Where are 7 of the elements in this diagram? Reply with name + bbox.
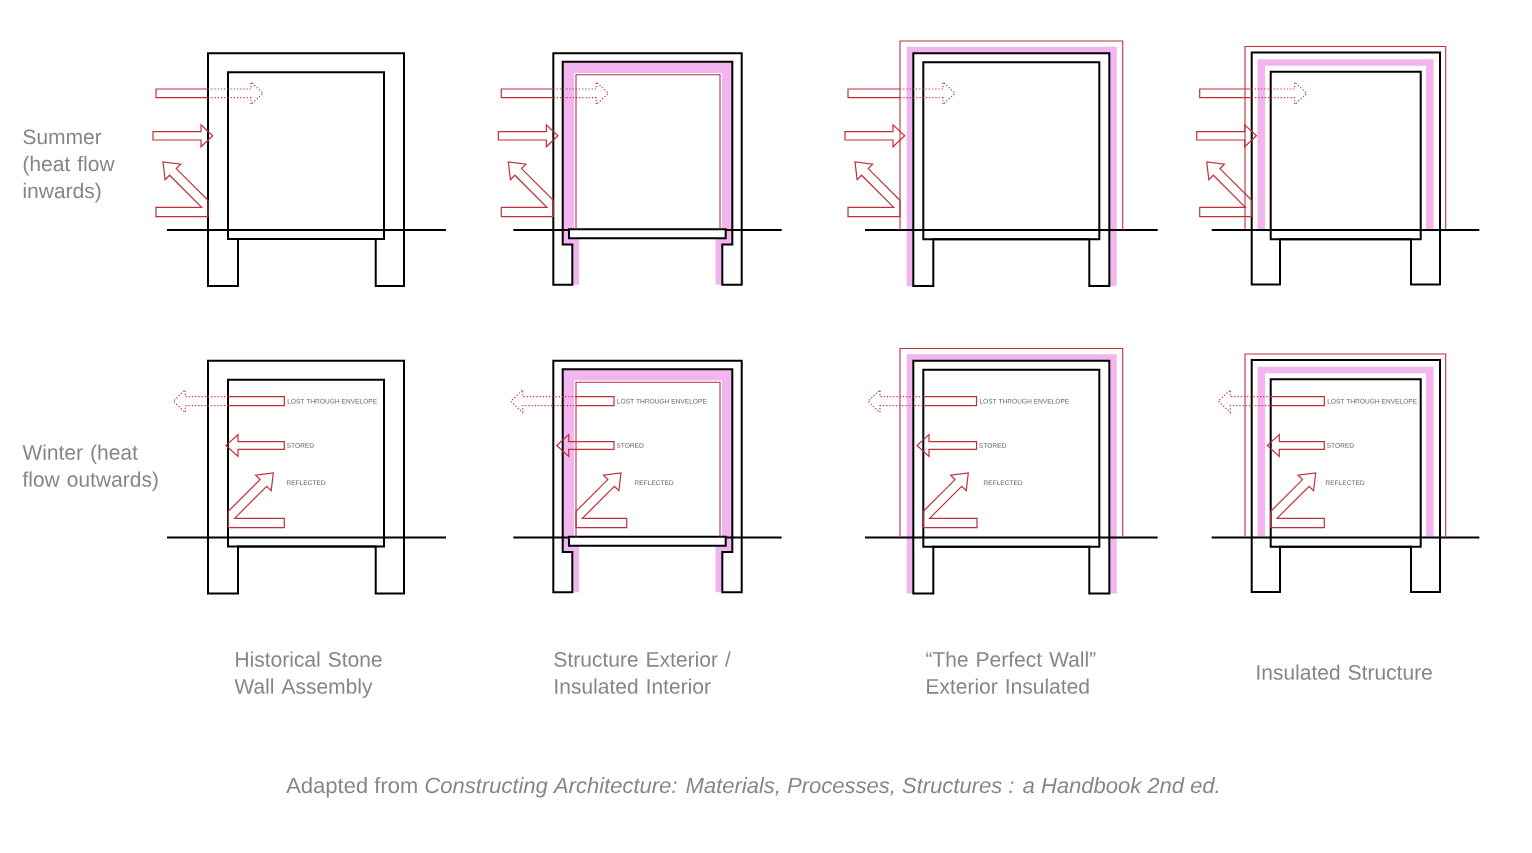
assembly-caption: “The Perfect Wall” Exterior Insulated (926, 651, 1096, 694)
assembly-caption: Insulated Structure (1257, 664, 1432, 680)
row-label: Summer (heat flow inwards) (23, 129, 115, 203)
row-label: Winter (heat flow outwards) (22, 444, 158, 491)
assembly-caption: Structure Exterior / Insulated Interior (554, 651, 731, 694)
source-caption: Adapted from Constructing Architecture: Materials, Processes, Structures : a Handbook 2nd ed. (286, 777, 1219, 798)
assembly-caption: Historical Stone Wall Assembly (234, 651, 382, 698)
